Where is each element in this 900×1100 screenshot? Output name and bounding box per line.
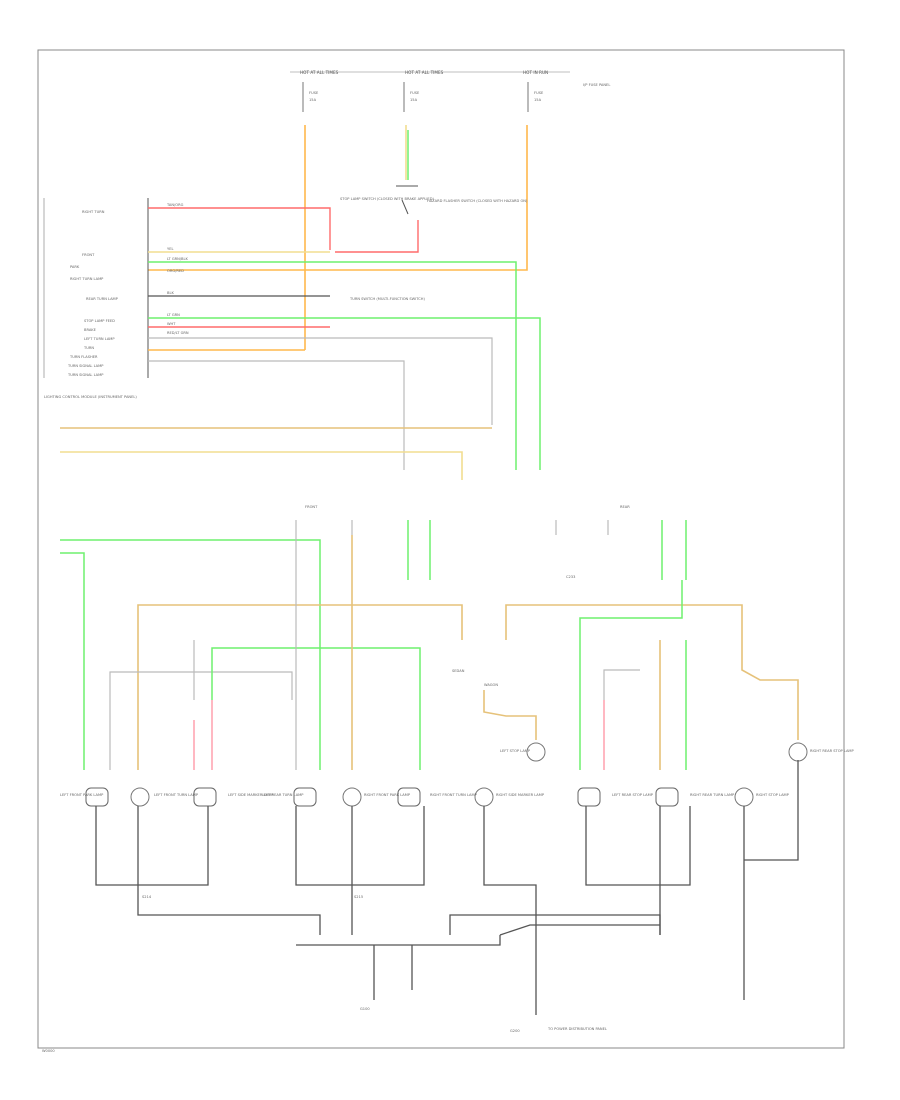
svg-text:LEFT FRONT PARK LAMP: LEFT FRONT PARK LAMP (60, 793, 104, 797)
module-pins: RIGHT TURN FRONT PARK RIGHT TURN LAMP RE… (67, 210, 119, 377)
svg-text:RIGHT FRONT PARK LAMP: RIGHT FRONT PARK LAMP (364, 793, 411, 797)
svg-text:G100: G100 (360, 1007, 370, 1011)
svg-text:TURN SWITCH (MULTI-FUNCTION SW: TURN SWITCH (MULTI-FUNCTION SWITCH) (349, 297, 425, 301)
power-label-3: HOT IN RUN (523, 70, 548, 75)
svg-text:BRAKE: BRAKE (84, 328, 97, 332)
svg-text:LEFT SIDE MARKER LAMP: LEFT SIDE MARKER LAMP (228, 793, 274, 797)
svg-text:TURN FLASHER: TURN FLASHER (69, 355, 98, 359)
ground-bus-left (95, 806, 321, 935)
wire-tan-left (137, 604, 463, 770)
svg-text:TURN SIGNAL LAMP: TURN SIGNAL LAMP (67, 373, 104, 377)
svg-text:C233: C233 (566, 575, 575, 579)
wire-gray-2 (148, 360, 405, 470)
wire-green-2 (148, 317, 541, 470)
stub-group (295, 520, 609, 535)
svg-text:TURN: TURN (83, 346, 94, 350)
wire-gray-right (603, 669, 640, 700)
svg-text:LT GRN: LT GRN (167, 313, 180, 317)
ground-bus-bottom (296, 914, 661, 1000)
svg-text:LT GRN/BLK: LT GRN/BLK (167, 257, 188, 261)
ground-bus-right-2 (499, 924, 660, 936)
svg-text:RIGHT FRONT TURN LAMP: RIGHT FRONT TURN LAMP (430, 793, 478, 797)
svg-text:PARK: PARK (70, 265, 80, 269)
lighting-module: LIGHTING CONTROL MODULE (INSTRUMENT PANE… (43, 198, 149, 399)
svg-text:TAN/ORG: TAN/ORG (166, 203, 184, 207)
ground-bus-right (483, 760, 799, 1015)
stop-lamp-switch: STOP LAMP SWITCH (CLOSED WITH BRAKE APPL… (340, 185, 434, 215)
svg-text:15A: 15A (410, 98, 418, 102)
stub-green (407, 520, 687, 580)
diagram-frame (37, 49, 845, 1049)
svg-text:S214: S214 (142, 895, 152, 899)
svg-text:LIGHTING CONTROL MODULE (INSTR: LIGHTING CONTROL MODULE (INSTRUMENT PANE… (44, 395, 137, 399)
wire-red-1 (148, 207, 331, 250)
svg-text:RIGHT REAR STOP LAMP: RIGHT REAR STOP LAMP (810, 749, 855, 753)
svg-text:REAR: REAR (620, 505, 630, 509)
fuse-3: FUSE 15A (527, 82, 544, 112)
wire-green-1 (148, 261, 517, 470)
fuse-box-note: I/P FUSE PANEL (583, 83, 610, 87)
wire-gray-1 (148, 337, 493, 425)
svg-text:FRONT: FRONT (82, 253, 95, 257)
power-header: HOT AT ALL TIMES HOT AT ALL TIMES HOT IN… (290, 70, 610, 87)
svg-text:ORG/RED: ORG/RED (167, 269, 184, 273)
feed-orange-right (148, 125, 528, 271)
svg-text:YEL: YEL (167, 247, 173, 251)
wire-green-left-2 (60, 552, 85, 770)
svg-text:REAR TURN LAMP: REAR TURN LAMP (86, 297, 119, 301)
svg-text:LEFT STOP LAMP: LEFT STOP LAMP (500, 749, 531, 753)
svg-text:15A: 15A (309, 98, 317, 102)
svg-text:STOP LAMP FEED: STOP LAMP FEED (84, 319, 115, 323)
svg-text:S215: S215 (354, 895, 363, 899)
svg-text:RIGHT SIDE MARKER LAMP: RIGHT SIDE MARKER LAMP (496, 793, 545, 797)
wire-green-right (579, 580, 683, 770)
wire-green-left (60, 539, 321, 770)
ground-bus-mid (295, 806, 425, 935)
svg-text:FRONT: FRONT (305, 505, 318, 509)
svg-text:FUSE: FUSE (410, 91, 420, 95)
lamp-labels: LEFT FRONT PARK LAMP LEFT FRONT TURN LAM… (60, 749, 855, 797)
ground-labels: S214 S215 G100 G200 TO POWER DISTRIBUTIO… (142, 895, 607, 1033)
svg-text:G200: G200 (510, 1029, 520, 1033)
power-label-2: HOT AT ALL TIMES (405, 70, 444, 75)
svg-text:TO POWER DISTRIBUTION PANEL: TO POWER DISTRIBUTION PANEL (547, 1027, 607, 1031)
svg-text:FUSE: FUSE (309, 91, 319, 95)
wire-color-labels: TAN/ORG YEL LT GRN/BLK ORG/RED BLK LT GR… (166, 203, 425, 335)
wire-green-mid (211, 647, 421, 770)
svg-text:SEDAN: SEDAN (452, 669, 465, 673)
svg-text:RIGHT REAR TURN LAMP: RIGHT REAR TURN LAMP (690, 793, 735, 797)
wire-tan-right (505, 604, 799, 740)
svg-text:RED/LT GRN: RED/LT GRN (167, 331, 189, 335)
svg-text:WAGON: WAGON (484, 683, 498, 687)
svg-text:RIGHT STOP LAMP: RIGHT STOP LAMP (756, 793, 790, 797)
svg-text:FUSE: FUSE (534, 91, 544, 95)
wire-tan-wagon (483, 690, 537, 740)
hazard-switch-label: HAZARD FLASHER SWITCH (CLOSED WITH HAZAR… (427, 199, 528, 203)
svg-text:BLK: BLK (167, 291, 174, 295)
svg-text:LEFT TURN LAMP: LEFT TURN LAMP (84, 337, 115, 341)
svg-text:STOP LAMP SWITCH (CLOSED WITH: STOP LAMP SWITCH (CLOSED WITH BRAKE APPL… (340, 197, 434, 201)
svg-text:RIGHT TURN: RIGHT TURN (82, 210, 105, 214)
svg-text:LEFT FRONT TURN LAMP: LEFT FRONT TURN LAMP (154, 793, 199, 797)
fuse-2: FUSE 15A (403, 82, 420, 112)
svg-text:WHT: WHT (167, 322, 176, 326)
svg-text:RIGHT TURN LAMP: RIGHT TURN LAMP (70, 277, 104, 281)
feed-yellow-long (60, 451, 463, 480)
power-label-1: HOT AT ALL TIMES (300, 70, 339, 75)
svg-text:LEFT REAR STOP LAMP: LEFT REAR STOP LAMP (612, 793, 654, 797)
wire-pink-left (193, 700, 213, 770)
fuse-1: FUSE 15A (302, 82, 319, 112)
svg-text:LEFT REAR TURN LAMP: LEFT REAR TURN LAMP (262, 793, 304, 797)
svg-text:15A: 15A (534, 98, 542, 102)
lamps (85, 742, 808, 807)
connector-labels: FRONT REAR SEDAN WAGON C233 (305, 505, 630, 687)
wire-gray-left (109, 671, 293, 770)
figure-id: W0000 (42, 1049, 55, 1053)
wire-red-2 (335, 220, 419, 253)
svg-text:TURN SIGNAL LAMP: TURN SIGNAL LAMP (67, 364, 104, 368)
